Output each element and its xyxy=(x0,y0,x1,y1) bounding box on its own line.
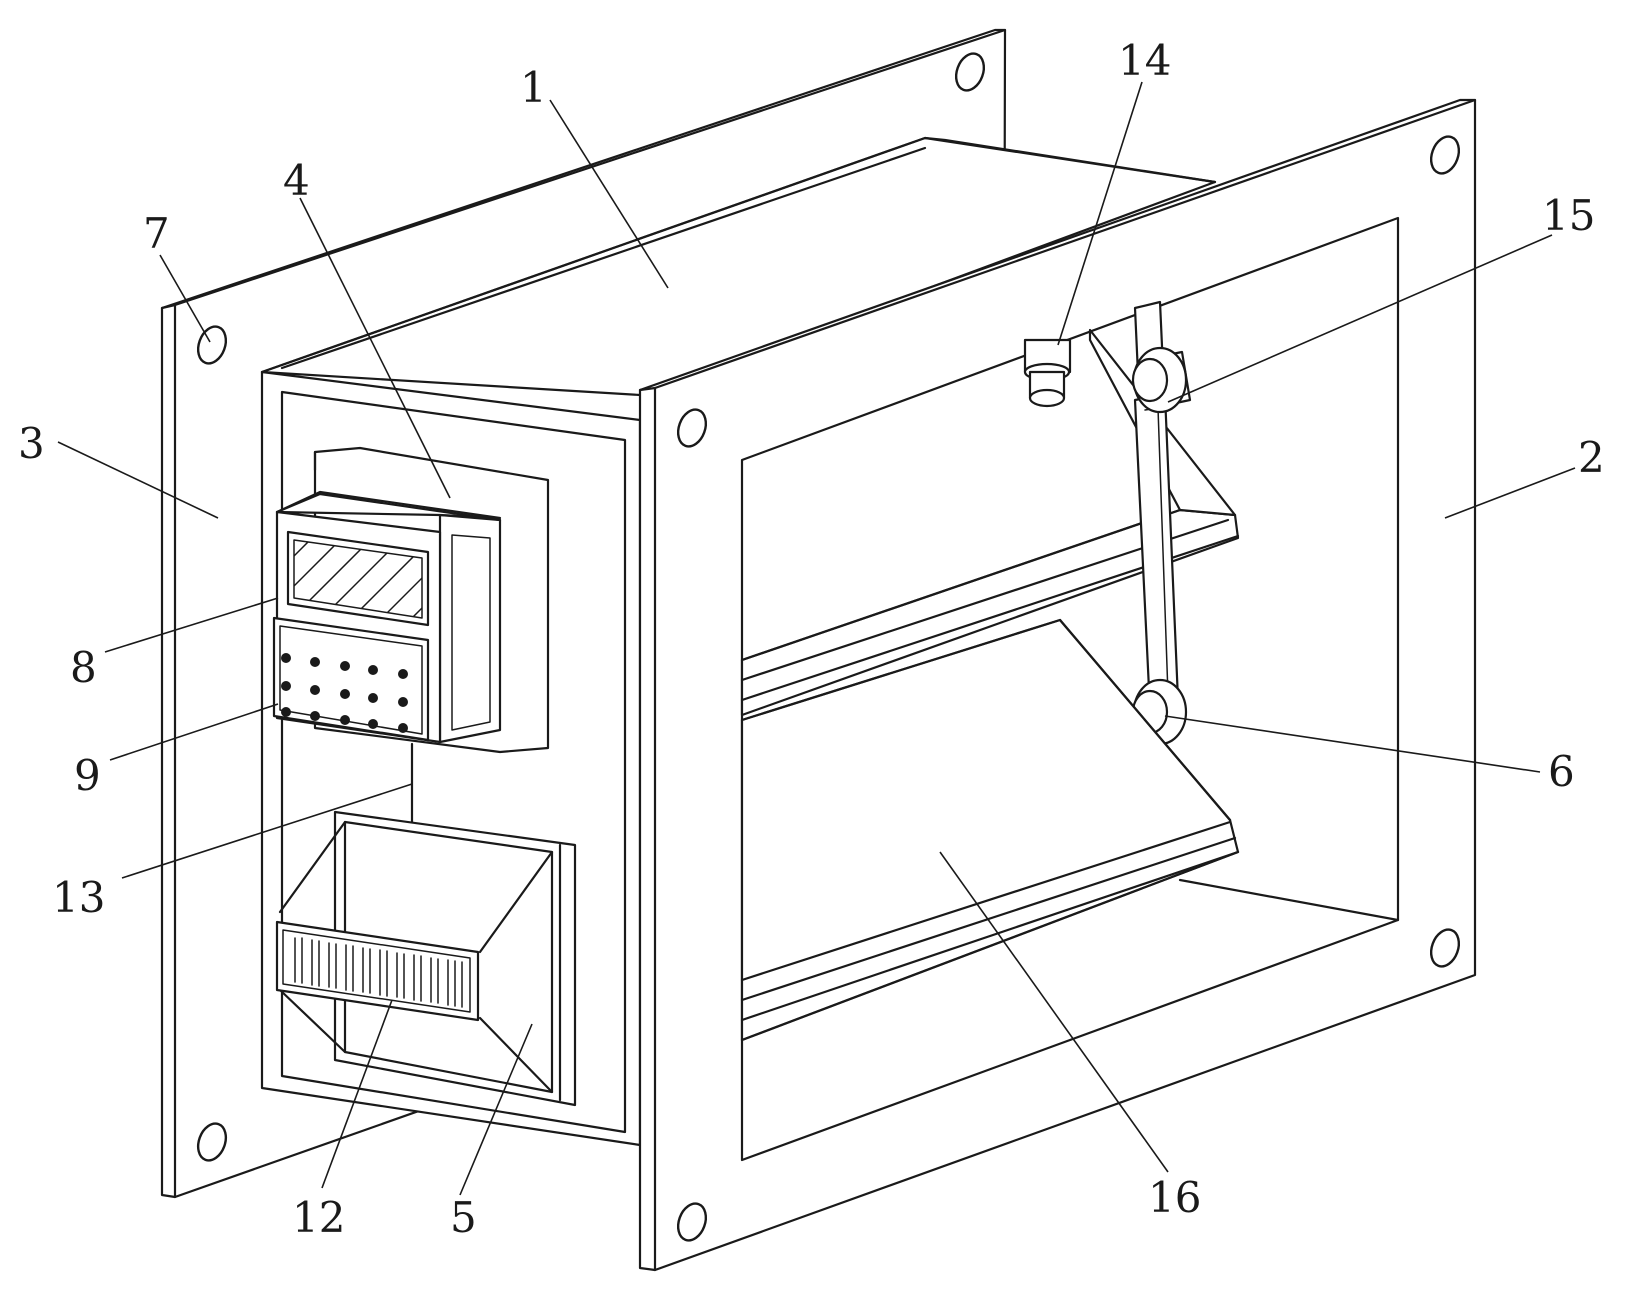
callout-7: 7 xyxy=(143,209,170,258)
leader-15 xyxy=(1167,234,1553,403)
callout-1: 1 xyxy=(520,63,547,112)
linkage xyxy=(1131,346,1188,746)
callout-15: 15 xyxy=(1542,191,1595,240)
leader-16 xyxy=(939,851,1169,1173)
leader-9 xyxy=(109,703,279,761)
callout-3: 3 xyxy=(18,419,45,468)
callout-14: 14 xyxy=(1118,36,1171,85)
callout-4: 4 xyxy=(283,156,310,205)
leader-4 xyxy=(299,197,451,499)
rear-flange-hole-bottom-left xyxy=(196,1122,228,1162)
callout-13: 13 xyxy=(52,873,105,922)
leader-3 xyxy=(57,441,219,519)
leader-5 xyxy=(459,1023,533,1196)
callout-8: 8 xyxy=(70,643,97,692)
leader-lines xyxy=(57,81,1576,1196)
leader-8 xyxy=(104,597,279,653)
rear-flange-hole-top-right xyxy=(954,52,986,92)
leader-13 xyxy=(121,783,413,879)
leader-2 xyxy=(1444,467,1576,519)
leader-7 xyxy=(159,254,211,343)
front-flange-hole-bottom-right xyxy=(1429,928,1461,968)
bolt-holes xyxy=(196,52,1461,1242)
callout-12: 12 xyxy=(292,1193,345,1242)
power-box xyxy=(275,810,577,1107)
keypad xyxy=(272,616,430,742)
front-flange-hole-top-left xyxy=(676,408,708,448)
leader-6 xyxy=(1164,715,1541,773)
callout-2: 2 xyxy=(1578,433,1605,482)
callout-5: 5 xyxy=(450,1193,477,1242)
callouts: 1 2 3 4 5 6 7 8 9 12 13 14 15 16 xyxy=(18,36,1605,1242)
vent-grille xyxy=(282,929,471,1013)
rear-flange-hole-top-left xyxy=(196,325,228,365)
front-flange-hole-top-right xyxy=(1429,135,1461,175)
leader-1 xyxy=(549,99,669,289)
leader-14 xyxy=(1057,81,1143,346)
controller-box xyxy=(272,446,550,894)
front-flange-hole-bottom-left xyxy=(676,1202,708,1242)
display-screen xyxy=(286,530,430,627)
callout-6: 6 xyxy=(1548,747,1575,796)
bolt xyxy=(1023,338,1072,408)
leader-12 xyxy=(321,999,393,1189)
callout-9: 9 xyxy=(74,751,101,800)
callout-16: 16 xyxy=(1148,1173,1201,1222)
